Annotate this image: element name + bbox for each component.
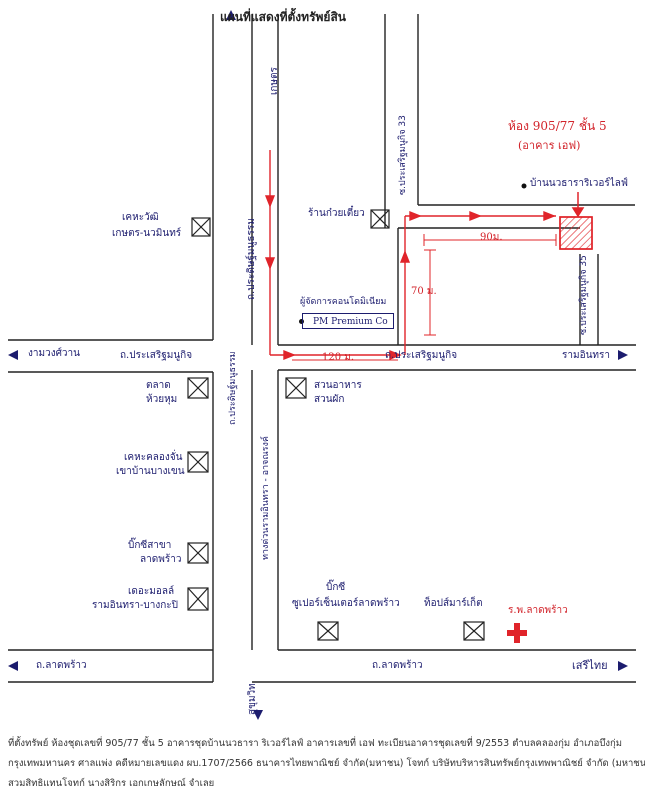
arrow-right-icon (618, 350, 628, 360)
landmark-pm-caption: ผู้จัดการคอนโดมิเนียม (300, 297, 387, 307)
landmark-box-6 (187, 542, 209, 564)
hospital-cross-icon (507, 623, 527, 643)
to-sukhumvit-label: สุขุมวิท (247, 683, 258, 715)
landmark-pm-premium: PM Premium Co (302, 313, 394, 329)
road-prasert-left-label: ถ.ประเสริฐมนูกิจ (120, 350, 193, 361)
landmark-box-9 (463, 621, 485, 641)
footer-line-2: กรุงเทพมหานคร ศาลแพ่ง คดีหมายเลขแดง ผบ.1… (8, 758, 645, 769)
landmark-kasem-khlong-2: เขาบ้านบางเขน (116, 466, 185, 477)
target-building-label: (อาคาร เอฟ) (518, 139, 581, 152)
distance-markers (292, 234, 557, 361)
landmark-big-c-2: ลาดพร้าว (140, 554, 182, 565)
arrow-up-icon (226, 10, 236, 20)
soi-35-label: ซ.ประเสริฐมนูกิจ 35 (579, 255, 589, 335)
target-arrow-icon (571, 192, 585, 218)
landmark-hospital: ร.พ.ลาดพร้าว (508, 605, 568, 616)
map-title: แผนที่แสดงที่ตั้งทรัพย์สิน (220, 10, 346, 24)
landmark-box-8 (317, 621, 339, 641)
main-road-label: ถ.ประดิษฐ์มนูธรรม (246, 218, 257, 300)
to-kaset-label: เกษตร (269, 67, 280, 95)
target-unit-label: ห้อง 905/77 ชั้น 5 (508, 119, 607, 133)
landmark-box-3 (187, 377, 209, 399)
to-ramintra-label: รามอินทรา (562, 350, 610, 361)
landmark-home-pro: ซูเปอร์เซ็นเตอร์ลาดพร้าว (292, 598, 400, 609)
landmark-park: สวนอาหาร (314, 380, 362, 391)
landmark-box-5 (187, 451, 209, 473)
landmark-kasem-bundit-2: เกษตร-นวมินทร์ (112, 228, 182, 239)
route-path (264, 150, 556, 361)
distance-90m: 90ม. (480, 232, 503, 243)
distance-70m: 70 ม. (411, 286, 437, 297)
landmark-box-1 (191, 217, 211, 237)
arrow-left-icon-2 (8, 661, 18, 671)
soi-33-label: ซ.ประเสริฐมนูกิจ 33 (398, 115, 408, 195)
expressway-label: ทางด่วนรามอินทรา - อาจณรงค์ (261, 436, 271, 560)
main-road-label-2: ถ.ประดิษฐ์มนูธรรม (228, 351, 238, 425)
to-seri-thai-label: เสรีไทย (572, 659, 608, 672)
target-property-marker (559, 216, 593, 250)
to-ngam-wong-wan-label: งามวงศ์วาน (28, 348, 81, 359)
arrow-left-icon (8, 350, 18, 360)
landmark-box-4 (285, 377, 307, 399)
arrow-right-icon-2 (618, 661, 628, 671)
landmark-home-pro-top: บิ๊กซี (326, 582, 346, 593)
landmark-box-7 (187, 587, 209, 611)
landmark-market: ตลาด (146, 380, 171, 391)
direction-arrows (8, 10, 628, 720)
landmark-market-2: ห้วยหุม (146, 394, 178, 405)
landmark-big-c: บิ๊กซีสาขา (128, 540, 172, 551)
arrow-down-icon (253, 710, 263, 720)
road-prasert-right-label: ถ.ประเสริฐมนูกิจ (385, 350, 458, 361)
pm-dot (299, 319, 304, 324)
landmark-box-2 (370, 209, 390, 229)
landmark-kasem-khlong: เคหะคลองจั่น (124, 452, 183, 463)
target-condo-label: บ้านนวธาราริเวอร์ไลฟ์ (530, 178, 628, 189)
footer-line-1: ที่ตั้งทรัพย์ ห้องชุดเลขที่ 905/77 ชั้น … (8, 738, 623, 749)
landmark-park-2: สวนผัก (314, 394, 345, 405)
landmark-noodle-shop: ร้านก๋วยเตี๋ยว (308, 208, 365, 219)
distance-120m: 120 ม. (322, 352, 355, 363)
landmark-the-mall: เดอะมอลล์ (128, 586, 175, 597)
landmark-kasem-bundit: เคหะวัฒิ (122, 212, 159, 223)
condo-dot (521, 183, 527, 189)
footer-line-3: สวมสิทธิแทนโจทก์ นางสิริกร เอกเกษลักษณ์ … (8, 778, 215, 789)
landmark-the-mall-2: รามอินทรา-บางกะปิ (92, 600, 178, 611)
landmark-tesco: ท็อปส์มาร์เก็ต (424, 598, 483, 609)
lat-phrao-right-label: ถ.ลาดพร้าว (372, 660, 423, 671)
lat-phrao-left-label: ถ.ลาดพร้าว (36, 660, 87, 671)
